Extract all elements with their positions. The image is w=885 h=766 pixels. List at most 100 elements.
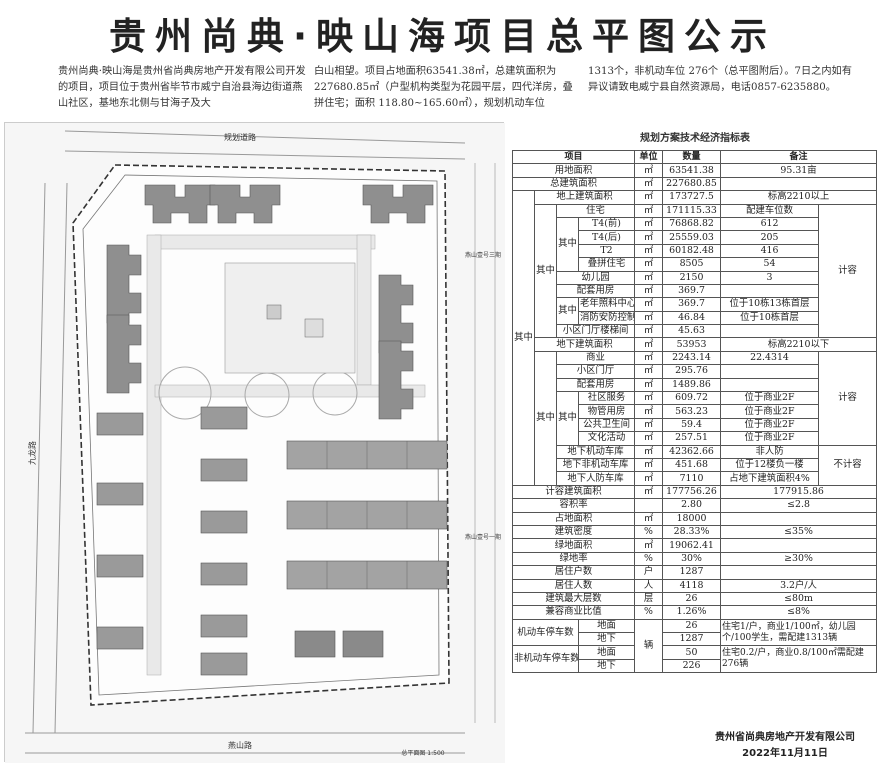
table-cell: 369.7 (662, 297, 722, 312)
table-cell: 绿地率 (511, 551, 636, 567)
table-cell: 28.33% (662, 524, 722, 540)
table-cell: 机动车停车数 (512, 618, 579, 647)
table-row: 非机动车停车数 地面 50 住宅0.2/户，商业0.8/100㎡需配建276辆 (512, 645, 878, 674)
table-cell: % (634, 551, 664, 567)
table-row: 地下机动车库 ㎡ 42362.66 非人防 不计容 (513, 444, 878, 486)
table-cell (720, 324, 820, 339)
table-cell: ㎡ (634, 457, 664, 473)
table-cell: 小区门厅 (555, 364, 636, 379)
table-cell: 位于商业2F (720, 431, 820, 446)
table-row: 消防安防控制室 ㎡ 46.84 位于10栋首层 (513, 310, 877, 326)
table-cell: 地下 (577, 658, 636, 674)
table-row: 绿地面积 ㎡ 19062.41 (511, 538, 878, 553)
table-cell: 26 (662, 591, 722, 607)
table-cell: ㎡ (634, 190, 664, 205)
table-cell: 42362.66 (662, 444, 722, 459)
table-cell: 7110 (662, 471, 722, 486)
table-cell (720, 565, 878, 580)
table-cell: ≤35% (720, 524, 878, 540)
table-cell: 公共卫生间 (577, 417, 636, 433)
table-cell: 占地面积 (511, 511, 636, 526)
table-cell: 社区服务 (577, 391, 636, 406)
table-row: 幼儿园 ㎡ 2150 3 (513, 270, 877, 285)
table-cell: 标高2210以上 (720, 190, 878, 205)
table-header: 项目 (511, 149, 636, 165)
table-cell: ㎡ (634, 163, 664, 178)
table-header-row: 项目 单位 数量 备注 (511, 149, 878, 165)
table-cell: ㎡ (634, 377, 664, 393)
table-cell: ㎡ (634, 444, 664, 459)
table-cell: 总建筑面积 (511, 176, 636, 192)
table-cell: 住宅 (555, 203, 636, 218)
table-row: 其中 T4(前) ㎡ 76868.82 612 (513, 216, 877, 272)
table-cell: 其中 (534, 203, 557, 339)
table-cell: 建筑密度 (511, 524, 636, 540)
table-cell: ㎡ (634, 391, 664, 406)
table-cell: 171115.33 (662, 203, 722, 218)
table-cell (634, 498, 664, 513)
table-cell: ㎡ (634, 310, 664, 326)
table-cell: 609.72 (662, 391, 722, 406)
table-cell: 59.4 (662, 417, 722, 433)
table-cell: 消防安防控制室 (577, 310, 636, 326)
table-cell: 标高2210以下 (720, 337, 878, 352)
table-cell: 位于商业2F (720, 404, 820, 419)
table-cell: 用地面积 (511, 163, 636, 178)
table-cell: 1489.86 (662, 377, 722, 393)
table-row: 地下建筑面积 ㎡ 53953 标高2210以下 (513, 337, 878, 352)
footer-date: 2022年11月11日 (742, 748, 828, 759)
table-cell: 地面 (577, 645, 636, 660)
table-cell: 幼儿园 (555, 270, 636, 285)
table-cell: 563.23 (662, 404, 722, 419)
intro-column-1: 贵州尚典·映山海是贵州省尚典房地产开发有限公司开发的项目，项目位于贵州省毕节市威… (58, 66, 306, 109)
table-cell: 369.7 (662, 283, 722, 299)
table-cell: 2.80 (662, 498, 722, 513)
site-plan: 规划道路 燕山路 九龙路 燕山壹号三期 燕山壹号一期 总平面图 1:500 (4, 122, 505, 763)
road-label-south: 燕山路 (228, 740, 252, 750)
table-cell: 46.84 (662, 310, 722, 326)
table-cell: T4(后) (577, 230, 636, 245)
table-cell (720, 511, 878, 526)
table-cell: 非人防 (720, 444, 820, 459)
table-cell: 位于商业2F (720, 391, 820, 406)
table-cell: ㎡ (634, 417, 664, 433)
table-cell: 地下 (577, 632, 636, 647)
table-cell: 1287 (662, 565, 722, 580)
table-cell: 辆 (634, 618, 664, 674)
table-row: 建筑最大层数 层 26 ≤80m (511, 591, 878, 607)
table-cell: 文化活动 (577, 431, 636, 446)
table-cell (720, 283, 820, 299)
table-cell: ㎡ (634, 203, 664, 218)
table-cell (720, 176, 878, 192)
plan-caption: 总平面图 1:500 (401, 749, 444, 757)
table-cell: ㎡ (634, 243, 664, 259)
table-cell: ≤8% (720, 605, 878, 620)
table-cell: 居住人数 (511, 578, 636, 593)
table-cell: ㎡ (634, 216, 664, 232)
table-cell: 2243.14 (662, 350, 722, 366)
table-cell: 416 (720, 243, 820, 259)
table-row: 建筑密度 % 28.33% ≤35% (511, 524, 878, 540)
table-cell: 其中 (512, 190, 535, 486)
table-cell: 95.31亩 (720, 163, 878, 178)
table-cell: 8505 (662, 257, 722, 272)
table-cell: ㎡ (634, 431, 664, 446)
table-cell: 612 (720, 216, 820, 232)
table-cell: 计容建筑面积 (511, 484, 636, 500)
intro-column-3: 1313个，非机动车位 276个（总平图附后）。7日之内如有异议请致电威宁县自然… (588, 66, 852, 93)
table-cell: 60182.48 (662, 243, 722, 259)
table-row: 其中 商业 ㎡ 2243.14 22.4314 计容 (513, 350, 878, 486)
table-cell: 295.76 (662, 364, 722, 379)
table-cell: 建筑最大层数 (511, 591, 636, 607)
table-cell: % (634, 524, 664, 540)
table-cell: 205 (720, 230, 820, 245)
table-cell: 其中 (556, 297, 579, 326)
table-cell: 商业 (555, 350, 636, 366)
table-row: 小区门厅 ㎡ 295.76 (513, 364, 877, 379)
table-cell: 54 (720, 257, 820, 272)
table-cell: 位于10栋13栋首层 (720, 297, 820, 312)
table-cell: 177756.26 (662, 484, 722, 500)
table-cell: 226 (662, 658, 722, 674)
table-row: 机动车停车数 地面 辆 26 住宅1/户，商业1/100㎡，幼儿园个/100学生… (512, 618, 878, 674)
table-row: 公共卫生间 ㎡ 59.4 位于商业2F (513, 417, 877, 433)
